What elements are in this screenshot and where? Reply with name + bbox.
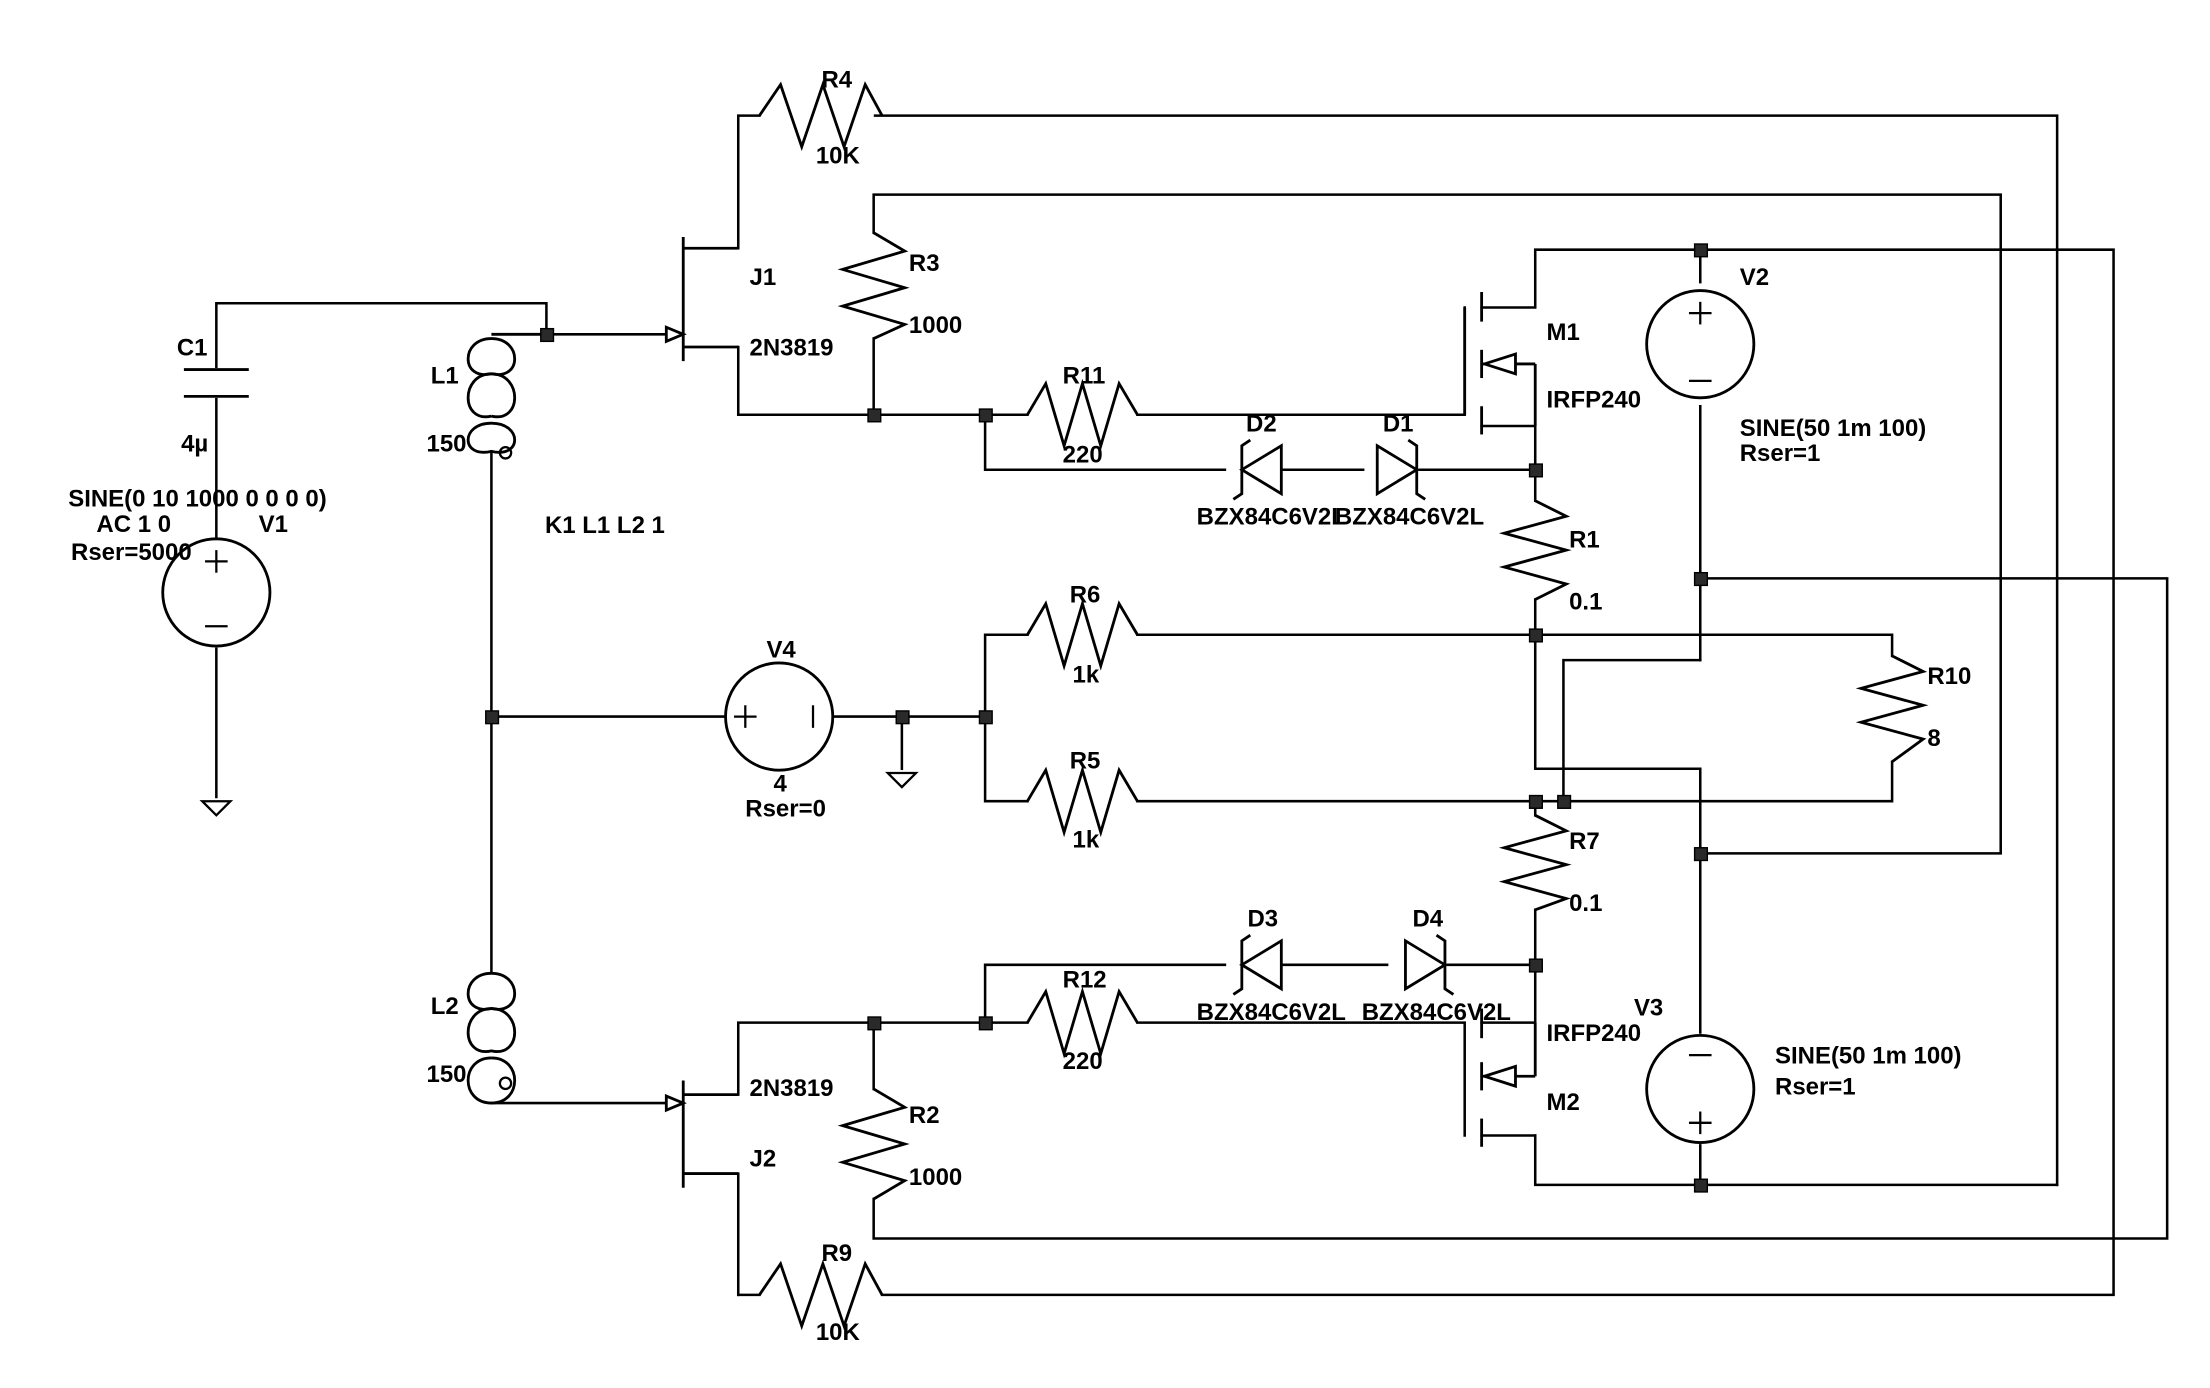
label-l2: L2 bbox=[431, 993, 459, 1020]
label-m1: M1 bbox=[1547, 319, 1580, 346]
junction-dots bbox=[485, 243, 1709, 1193]
voltage-source-v1[interactable] bbox=[161, 537, 272, 648]
label-j1: J1 bbox=[750, 264, 777, 291]
label-v1: V1 bbox=[259, 511, 288, 538]
param-v1-ac: AC 1 0 bbox=[96, 511, 171, 538]
label-c1: C1 bbox=[177, 334, 208, 361]
voltage-source-v2[interactable] bbox=[1645, 289, 1756, 400]
label-d1: D1 bbox=[1383, 411, 1414, 438]
label-m2: M2 bbox=[1547, 1089, 1580, 1116]
value-r3: 1000 bbox=[909, 312, 962, 339]
resistor-r10[interactable] bbox=[1855, 654, 1929, 763]
value-r5: 1k bbox=[1073, 827, 1100, 854]
resistor-r11[interactable] bbox=[1026, 378, 1139, 451]
resistor-r9[interactable] bbox=[758, 1259, 884, 1331]
value-l2: 150 bbox=[427, 1061, 467, 1088]
diode-d1[interactable] bbox=[1375, 438, 1426, 501]
label-r9: R9 bbox=[821, 1240, 852, 1267]
mosfet-m1[interactable] bbox=[1463, 291, 1537, 435]
label-r6: R6 bbox=[1070, 581, 1101, 608]
label-r5: R5 bbox=[1070, 748, 1101, 775]
model-j1: 2N3819 bbox=[750, 334, 834, 361]
param-v2-sine: SINE(50 1m 100) bbox=[1740, 415, 1927, 442]
label-r10: R10 bbox=[1927, 663, 1971, 690]
label-r4: R4 bbox=[821, 66, 852, 93]
model-d2: BZX84C6V2L bbox=[1197, 504, 1346, 531]
inductor-l1[interactable] bbox=[466, 332, 547, 460]
mosfet-m2[interactable] bbox=[1479, 1008, 1537, 1147]
label-r11: R11 bbox=[1063, 363, 1106, 390]
value-v4: 4 bbox=[774, 770, 788, 797]
diode-d3[interactable] bbox=[1232, 934, 1283, 996]
voltage-source-v4[interactable] bbox=[724, 661, 835, 772]
param-v1-rser: Rser=5000 bbox=[71, 539, 192, 566]
label-l1: L1 bbox=[431, 363, 459, 390]
label-d2: D2 bbox=[1246, 411, 1277, 438]
capacitor-c1[interactable] bbox=[183, 368, 249, 398]
resistor-r12[interactable] bbox=[1026, 986, 1139, 1059]
model-m2: IRFP240 bbox=[1547, 1020, 1642, 1047]
diode-d4[interactable] bbox=[1404, 934, 1455, 996]
resistor-r7[interactable] bbox=[1498, 814, 1572, 912]
label-r12: R12 bbox=[1063, 966, 1107, 993]
label-v2: V2 bbox=[1740, 264, 1769, 291]
label-j2: J2 bbox=[750, 1146, 777, 1173]
param-v4-rser: Rser=0 bbox=[745, 796, 826, 823]
value-r12: 220 bbox=[1063, 1048, 1103, 1075]
label-v3: V3 bbox=[1634, 995, 1663, 1022]
param-v1-sine: SINE(0 10 1000 0 0 0 0) bbox=[68, 485, 327, 512]
ground-symbol bbox=[885, 771, 919, 789]
component-labels: R4 10K R3 1000 J1 2N3819 R11 220 D2 D1 B… bbox=[68, 66, 1971, 1346]
model-d3: BZX84C6V2L bbox=[1197, 999, 1346, 1026]
wires bbox=[215, 114, 2169, 1297]
value-r1: 0.1 bbox=[1569, 588, 1602, 615]
model-d1: BZX84C6V2L bbox=[1335, 504, 1484, 531]
label-r2: R2 bbox=[909, 1102, 940, 1129]
label-r1: R1 bbox=[1569, 526, 1600, 553]
value-r9: 10K bbox=[816, 1319, 861, 1346]
value-r2: 1000 bbox=[909, 1164, 962, 1191]
resistors bbox=[758, 80, 1929, 1331]
label-d4: D4 bbox=[1413, 906, 1444, 933]
inductor-l2[interactable] bbox=[466, 971, 516, 1105]
coupling-k1: K1 L1 L2 1 bbox=[545, 512, 665, 539]
resistor-r2[interactable] bbox=[837, 1087, 910, 1201]
value-r11: 220 bbox=[1063, 442, 1103, 469]
model-d4: BZX84C6V2L bbox=[1362, 999, 1511, 1026]
value-l1: 150 bbox=[427, 430, 467, 457]
label-r7: R7 bbox=[1569, 828, 1600, 855]
label-v4: V4 bbox=[766, 636, 796, 663]
param-v3-rser: Rser=1 bbox=[1775, 1074, 1856, 1101]
label-r3: R3 bbox=[909, 250, 940, 277]
label-d3: D3 bbox=[1247, 906, 1278, 933]
resistor-r6[interactable] bbox=[1026, 598, 1139, 671]
model-j2: 2N3819 bbox=[750, 1075, 834, 1102]
param-v2-rser: Rser=1 bbox=[1740, 440, 1821, 467]
jfet-j1[interactable] bbox=[664, 236, 739, 362]
value-r6: 1k bbox=[1073, 662, 1100, 689]
jfet-j2[interactable] bbox=[664, 1080, 739, 1188]
value-r4: 10K bbox=[816, 143, 861, 170]
resistor-r4[interactable] bbox=[758, 80, 884, 152]
value-r7: 0.1 bbox=[1569, 890, 1602, 917]
diode-d2[interactable] bbox=[1232, 438, 1283, 501]
value-c1: 4µ bbox=[181, 430, 208, 457]
param-v3-sine: SINE(50 1m 100) bbox=[1775, 1043, 1962, 1070]
value-r10: 8 bbox=[1927, 725, 1940, 752]
resistor-r3[interactable] bbox=[837, 231, 910, 340]
resistor-r1[interactable] bbox=[1498, 499, 1572, 601]
resistor-r5[interactable] bbox=[1026, 765, 1139, 838]
ground-symbol bbox=[199, 800, 234, 817]
model-m1: IRFP240 bbox=[1547, 387, 1642, 414]
voltage-source-v3[interactable] bbox=[1645, 1033, 1756, 1144]
